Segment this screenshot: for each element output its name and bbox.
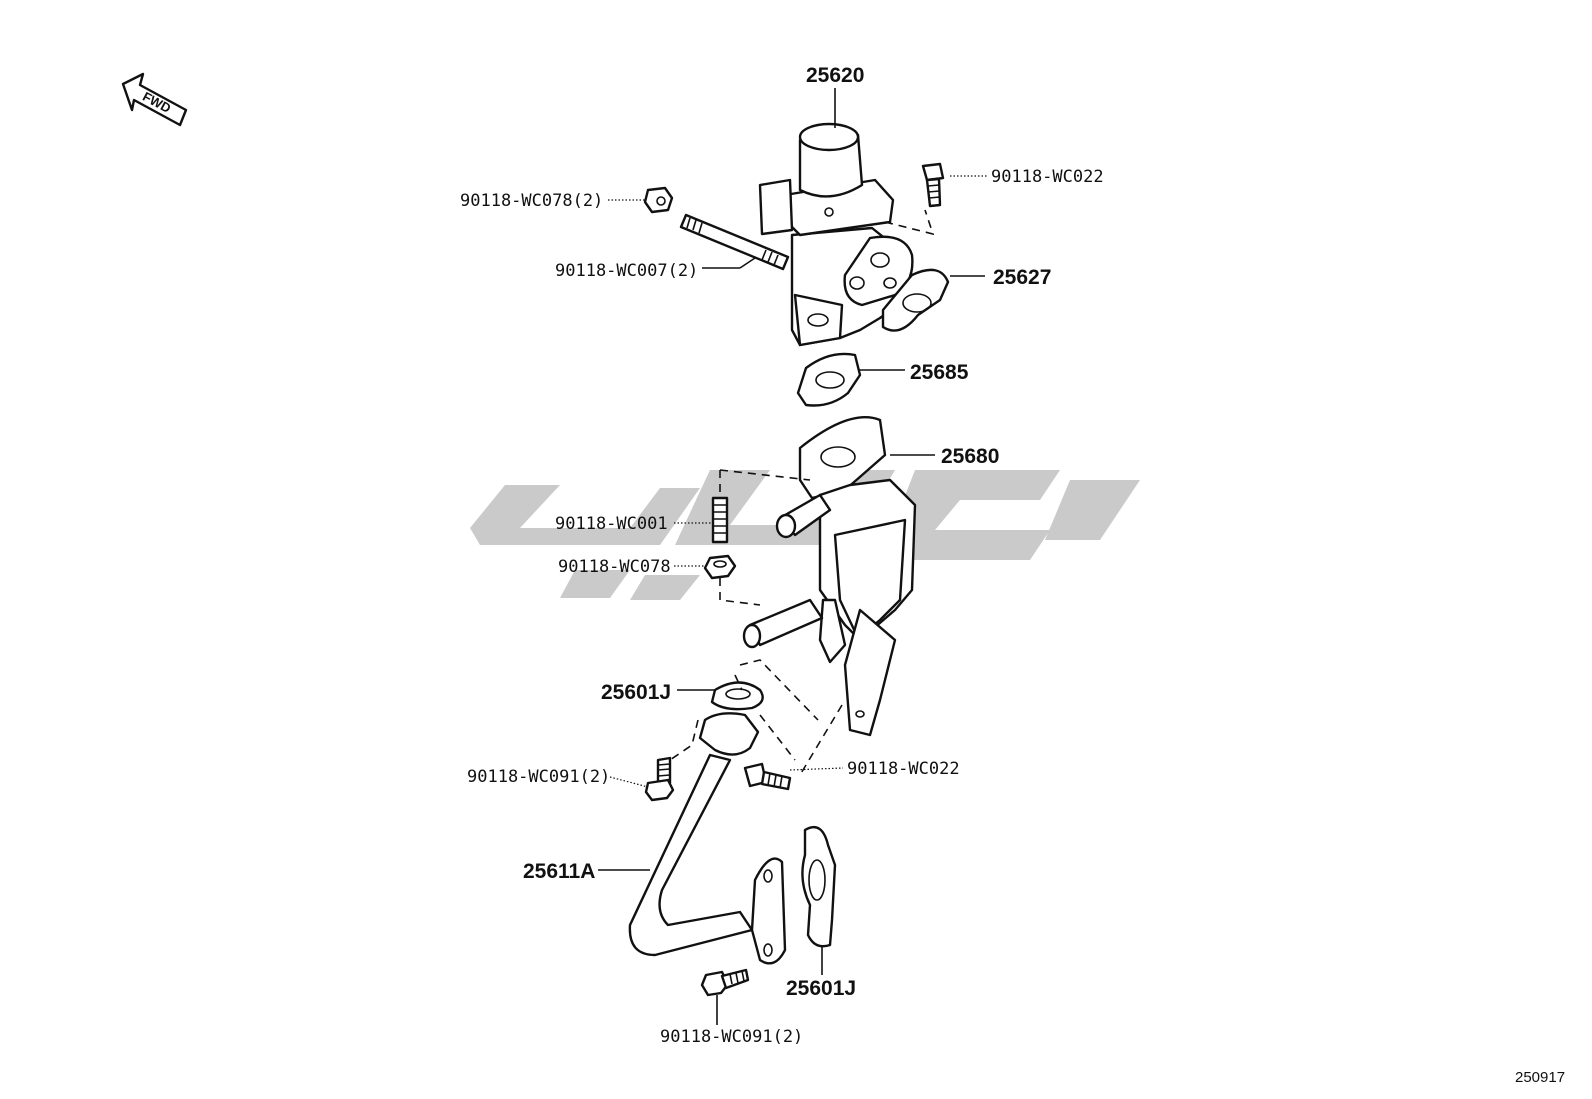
bolt-top-right <box>921 162 945 208</box>
callout-25680: 25680 <box>941 445 999 468</box>
stud-mid <box>711 496 729 544</box>
callout-90118-wc091-2-bottom: 90118-WC091(2) <box>660 1027 803 1047</box>
callout-90118-wc001: 90118-WC001 <box>555 514 668 534</box>
gasket-25627 <box>881 268 950 332</box>
leader-lines <box>598 88 988 1025</box>
callout-25620: 25620 <box>806 64 864 87</box>
callout-25685: 25685 <box>910 361 969 384</box>
bolt-bottom <box>700 968 750 997</box>
callout-90118-wc022-bracket: 90118-WC022 <box>847 759 960 779</box>
callout-25601j-lower: 25601J <box>786 977 856 1000</box>
gasket-25685 <box>796 352 862 407</box>
callout-25627: 25627 <box>993 266 1051 289</box>
fwd-arrow-icon: FWD <box>121 72 188 127</box>
egr-pipe <box>628 712 787 965</box>
stud-long <box>679 213 790 271</box>
gasket-25601j-upper <box>710 681 764 711</box>
callout-25601j-upper: 25601J <box>601 681 671 704</box>
callout-90118-wc007-2: 90118-WC007(2) <box>555 261 698 281</box>
nut-mid <box>703 554 737 580</box>
callout-25611a: 25611A <box>523 860 595 883</box>
gasket-25601j-lower <box>801 825 837 948</box>
diagram-id: 250917 <box>1515 1069 1565 1086</box>
egr-cooler <box>742 416 917 737</box>
callout-90118-wc078: 90118-WC078 <box>558 557 671 577</box>
nut-top-left <box>643 186 674 214</box>
callout-90118-wc078-2: 90118-WC078(2) <box>460 191 603 211</box>
callout-90118-wc022-top: 90118-WC022 <box>991 167 1104 187</box>
bolt-bracket <box>743 762 792 791</box>
assembly-lines <box>669 209 935 776</box>
bolt-pipe-left <box>644 756 675 802</box>
callout-90118-wc091-2-left: 90118-WC091(2) <box>467 767 610 787</box>
